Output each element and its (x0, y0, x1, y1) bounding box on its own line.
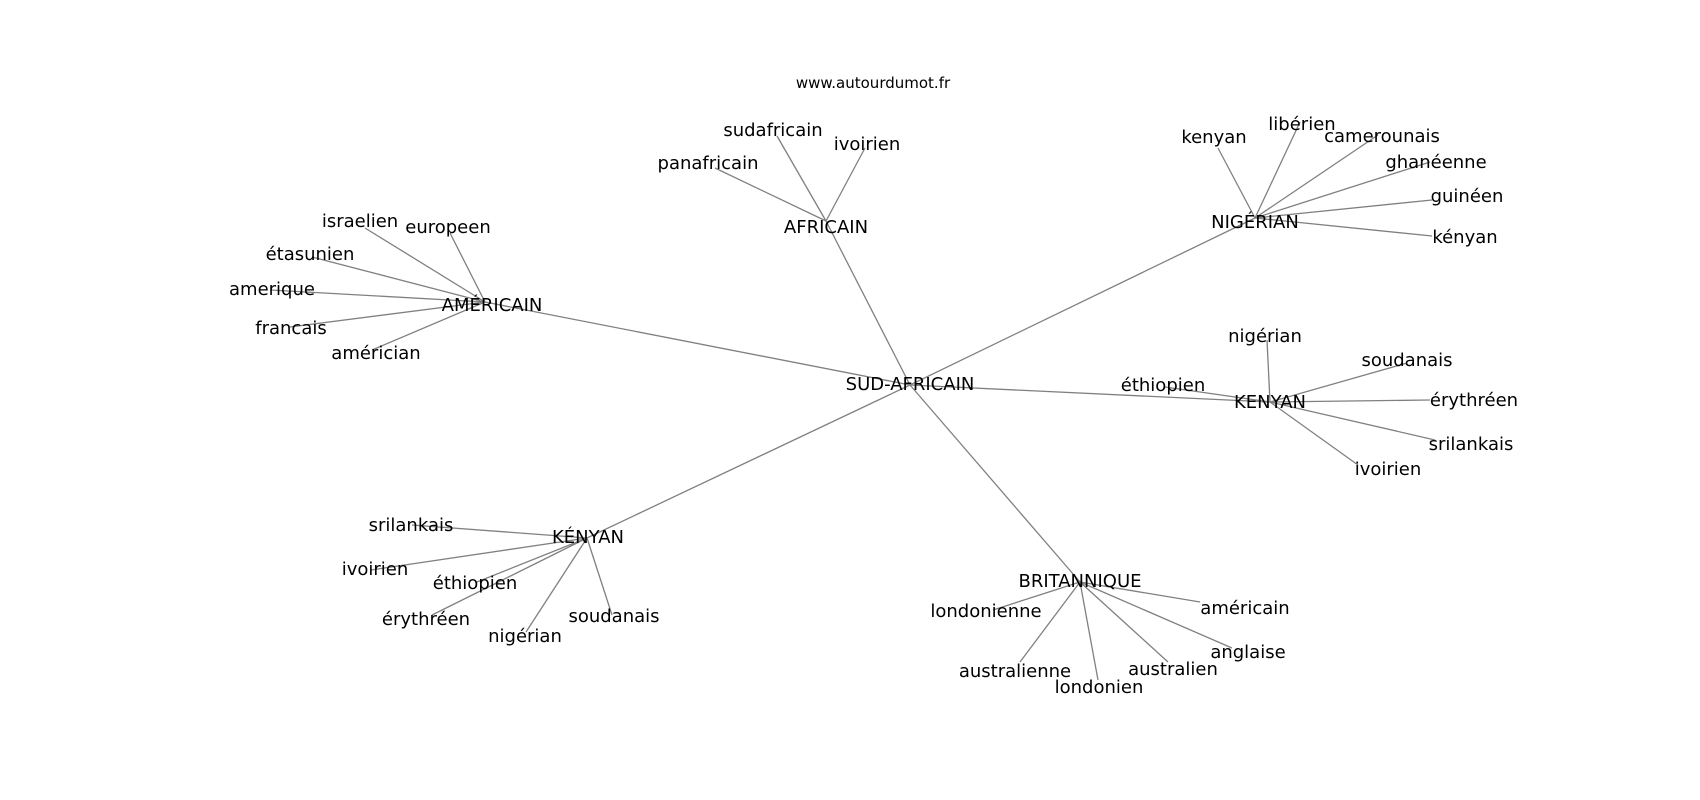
edge-americain-word-4 (289, 301, 486, 328)
word-node-kenyan2-2[interactable]: éthiopien (433, 573, 517, 594)
root-node-label[interactable]: SUD-AFRICAIN (846, 374, 975, 395)
edge-britannique-word-4 (1079, 581, 1169, 663)
word-node-nigerian-0[interactable]: kenyan (1181, 127, 1246, 148)
edge-kenyan2-word-2 (476, 537, 588, 583)
edge-britannique-word-2 (1079, 581, 1233, 649)
word-node-americain-1[interactable]: europeen (405, 217, 490, 238)
word-node-africain-2[interactable]: panafricain (658, 153, 759, 174)
edge-kenyan2-word-4 (525, 537, 588, 633)
edge-americain-word-3 (269, 289, 486, 303)
edge-nigerian-word-1 (1254, 121, 1301, 219)
hub-node-kenyan[interactable]: KENYAN (1234, 392, 1306, 413)
edge-britannique-word-3 (1019, 581, 1081, 663)
word-node-nigerian-1[interactable]: libérien (1268, 114, 1335, 135)
word-node-britannique-0[interactable]: londonienne (930, 601, 1041, 622)
site-watermark: www.autourdumot.fr (796, 74, 951, 92)
edge-africain-word-2 (714, 167, 827, 222)
word-node-kenyan2-4[interactable]: nigérian (488, 626, 562, 647)
word-node-kenyan2-5[interactable]: soudanais (568, 606, 659, 627)
edge-nigerian-word-3 (1254, 161, 1431, 219)
word-node-kenyan-4[interactable]: srilankais (1429, 434, 1514, 455)
word-node-kenyan-2[interactable]: éthiopien (1121, 375, 1205, 396)
edge-britannique-word-5 (1079, 581, 1099, 681)
word-node-kenyan2-0[interactable]: srilankais (369, 515, 454, 536)
edge-root-nigerian (909, 217, 1256, 386)
edge-kenyan-word-0 (1266, 339, 1271, 403)
edge-americain-word-0 (364, 227, 486, 303)
edge-britannique-word-1 (1079, 581, 1201, 603)
edge-kenyan-word-1 (1269, 362, 1408, 403)
edge-root-americain (484, 301, 911, 386)
word-node-africain-0[interactable]: sudafricain (723, 120, 822, 141)
hub-node-nigerian[interactable]: NIGÉRIAN (1211, 211, 1299, 233)
word-node-kenyan-3[interactable]: érythréen (1430, 390, 1518, 411)
edge-kenyan-word-2 (1164, 386, 1271, 403)
edge-nigerian-word-4 (1254, 199, 1433, 219)
edge-americain-word-2 (311, 256, 486, 303)
edge-kenyan2-word-0 (411, 524, 588, 539)
edge-britannique-word-0 (992, 581, 1081, 611)
word-node-kenyan2-1[interactable]: ivoirien (342, 559, 409, 580)
edge-africain-word-0 (776, 135, 827, 222)
word-node-americain-4[interactable]: francais (255, 318, 326, 339)
hub-node-britannique[interactable]: BRITANNIQUE (1018, 571, 1141, 592)
word-node-americain-3[interactable]: amerique (229, 279, 315, 300)
edge-americain-word-1 (449, 232, 486, 303)
word-node-kenyan-0[interactable]: nigérian (1228, 326, 1302, 347)
edge-kenyan-word-5 (1269, 401, 1359, 466)
edge-nigerian-word-5 (1254, 217, 1433, 237)
word-node-kenyan-1[interactable]: soudanais (1361, 350, 1452, 371)
word-node-britannique-1[interactable]: américain (1200, 598, 1289, 619)
graph-nodes: SUD-AFRICAIN AMÉRICAIN israelien europeen ét… (229, 114, 1518, 698)
edge-kenyan-word-4 (1269, 401, 1436, 441)
word-node-americain-0[interactable]: israelien (322, 211, 398, 232)
word-node-nigerian-4[interactable]: guinéen (1431, 186, 1504, 207)
edge-nigerian-word-0 (1217, 147, 1256, 219)
word-node-britannique-2[interactable]: anglaise (1210, 642, 1285, 663)
word-node-nigerian-2[interactable]: camerounais (1324, 126, 1440, 147)
edge-root-africain (825, 220, 911, 386)
edge-americain-word-5 (371, 301, 486, 351)
graph-edges (269, 121, 1436, 681)
word-node-britannique-5[interactable]: londonien (1055, 677, 1144, 698)
word-node-kenyan2-3[interactable]: érythréen (382, 609, 470, 630)
edge-africain-word-1 (825, 147, 866, 222)
hub-node-kenyan2[interactable]: KÉNYAN (552, 526, 624, 548)
word-node-kenyan-5[interactable]: ivoirien (1355, 459, 1422, 480)
hub-node-africain[interactable]: AFRICAIN (784, 217, 868, 238)
word-node-nigerian-5[interactable]: kényan (1432, 227, 1497, 248)
edge-root-kenyan (909, 384, 1271, 403)
word-node-americain-5[interactable]: américian (331, 343, 420, 364)
edge-kenyan2-word-3 (431, 537, 588, 616)
hub-node-americain[interactable]: AMÉRICAIN (442, 294, 543, 316)
word-node-nigerian-3[interactable]: ghanéenne (1385, 152, 1486, 173)
word-node-africain-1[interactable]: ivoirien (834, 134, 901, 155)
word-node-americain-2[interactable]: étasunien (266, 244, 355, 265)
edge-root-kenyan2 (586, 384, 911, 539)
edge-kenyan2-word-5 (586, 537, 613, 616)
edge-kenyan2-word-1 (370, 537, 588, 571)
word-node-britannique-3[interactable]: australienne (959, 661, 1071, 682)
edge-root-britannique (909, 384, 1081, 583)
word-node-britannique-4[interactable]: australien (1128, 659, 1218, 680)
edge-nigerian-word-2 (1254, 134, 1379, 219)
edge-kenyan-word-3 (1269, 399, 1431, 403)
